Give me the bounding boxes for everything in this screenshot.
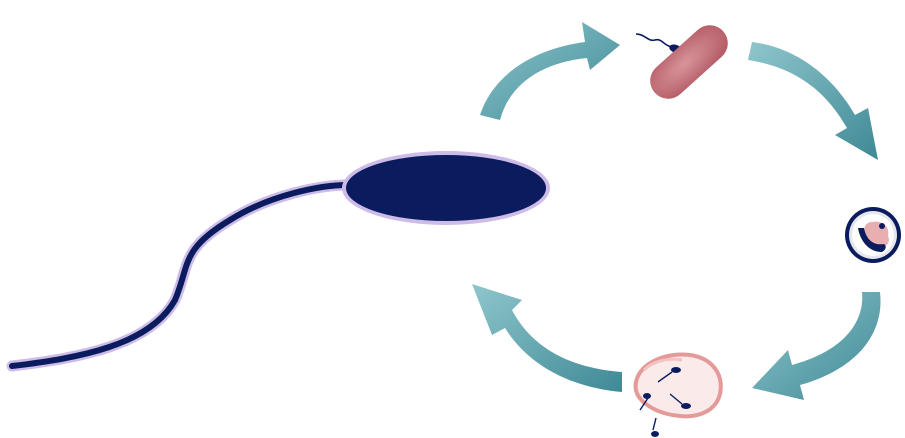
cycle-arrow-2-icon xyxy=(748,42,878,160)
cycle-arrow-4-icon xyxy=(472,284,622,392)
lysed-cell-icon xyxy=(636,354,721,437)
cycle-arrow-1-icon xyxy=(480,22,620,120)
large-vibrio-icon xyxy=(12,151,550,366)
rod-bacterium-icon xyxy=(636,18,735,106)
round-cell-icon xyxy=(845,207,901,263)
cycle-arrow-3-icon xyxy=(752,292,881,400)
